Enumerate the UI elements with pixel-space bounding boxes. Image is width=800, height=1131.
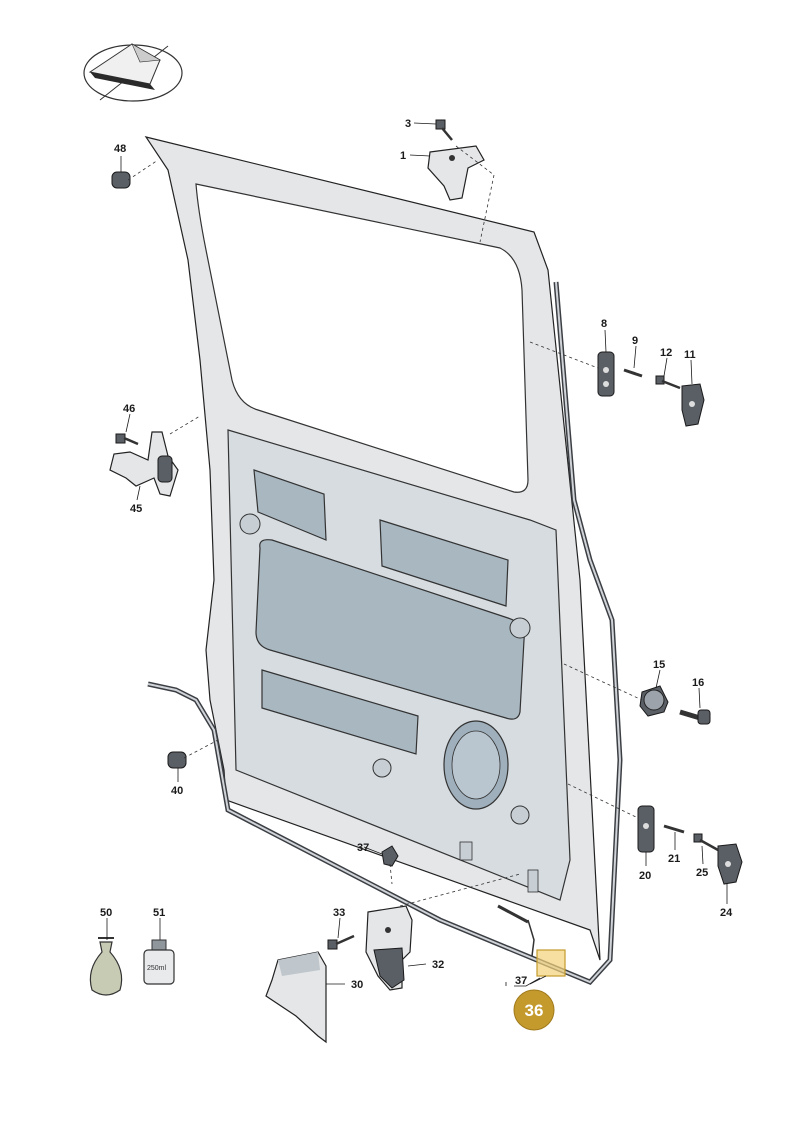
callout-45: 45 xyxy=(130,503,142,515)
callout-37-lower: 37 xyxy=(515,975,527,987)
trim-cover-30 xyxy=(265,951,327,1044)
callout-badge-36: 36 xyxy=(513,989,555,1031)
rubber-stopper-40 xyxy=(167,751,187,769)
callout-8: 8 xyxy=(601,318,607,330)
callout-50: 50 xyxy=(100,907,112,919)
callout-15: 15 xyxy=(653,659,665,671)
callout-20: 20 xyxy=(639,870,651,882)
screw-12 xyxy=(655,375,681,390)
callout-37-upper: 37 xyxy=(357,842,369,854)
screw-9 xyxy=(623,368,643,378)
callout-24: 24 xyxy=(720,907,733,919)
bottle-51 xyxy=(143,939,175,985)
callout-11: 11 xyxy=(684,349,696,361)
upper-roller-bracket xyxy=(427,145,485,201)
callout-25: 25 xyxy=(696,867,708,879)
bolt-3 xyxy=(435,119,453,141)
leader-lines xyxy=(106,122,728,987)
callout-9: 9 xyxy=(632,335,638,347)
callout-1: 1 xyxy=(400,150,406,162)
latch-24 xyxy=(717,843,743,885)
callout-30: 30 xyxy=(351,979,363,991)
callout-36: 36 xyxy=(525,1001,544,1020)
grease-bag-50 xyxy=(89,937,123,996)
lower-hinge-45 xyxy=(109,431,179,497)
sliding-door-shell xyxy=(144,136,601,961)
guide-piece-20 xyxy=(637,805,655,853)
callout-48: 48 xyxy=(114,143,126,155)
callout-46: 46 xyxy=(123,403,135,415)
highlighted-part-36 xyxy=(536,949,566,977)
bolt-16 xyxy=(679,709,711,725)
callout-51: 51 xyxy=(153,907,165,919)
latch-11 xyxy=(681,383,705,427)
callout-40: 40 xyxy=(171,785,183,797)
lower-roller-bracket-32 xyxy=(365,905,413,991)
screw-25 xyxy=(693,833,719,852)
bolt-46 xyxy=(115,433,139,446)
callout-21: 21 xyxy=(668,853,680,865)
callout-33: 33 xyxy=(333,907,345,919)
cable-pin xyxy=(497,904,535,957)
bushing-15 xyxy=(639,685,669,717)
clip-37-upper xyxy=(381,845,399,867)
callout-16: 16 xyxy=(692,677,704,689)
orientation-vehicle-icon xyxy=(83,43,183,102)
rubber-stopper-48 xyxy=(111,171,131,189)
screw-21 xyxy=(663,824,685,834)
callout-12: 12 xyxy=(660,347,672,359)
callout-3: 3 xyxy=(405,118,411,130)
bottle-label: 250ml xyxy=(147,965,167,972)
callout-32: 32 xyxy=(432,959,444,971)
bolt-33 xyxy=(327,934,355,950)
guide-piece-8 xyxy=(597,351,615,397)
